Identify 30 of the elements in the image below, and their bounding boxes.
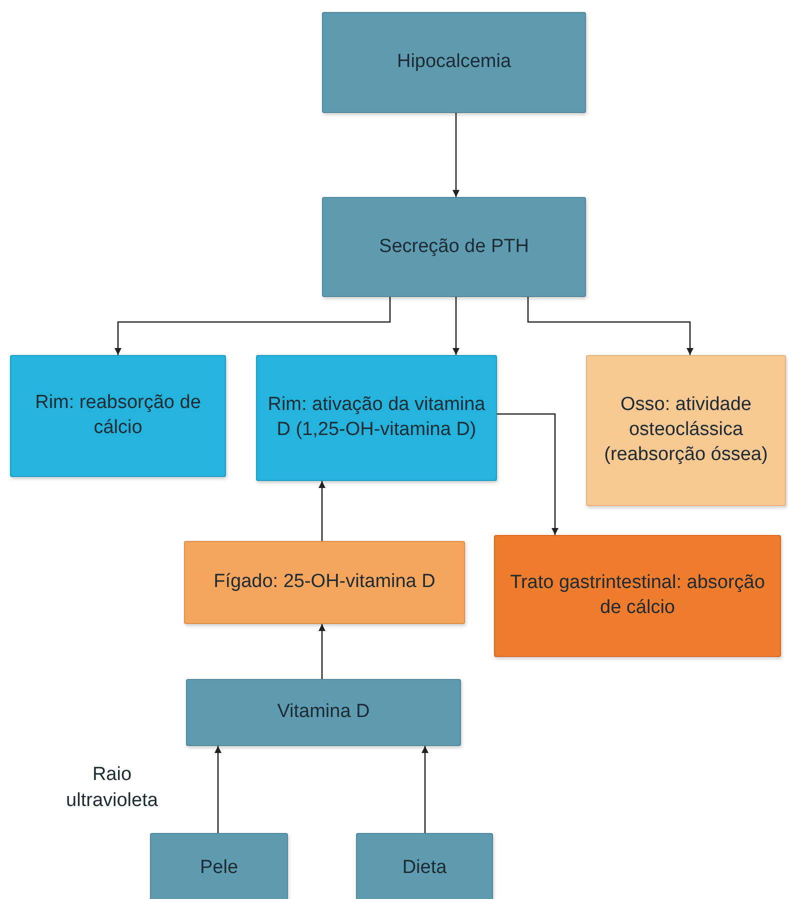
node-text: Hipocalcemia xyxy=(396,50,512,74)
node-text: Fígado: 25-OH-vitamina D xyxy=(214,570,436,594)
arrow xyxy=(214,746,222,833)
node-text: Pele xyxy=(200,856,238,880)
process-box xyxy=(356,833,493,899)
arrow xyxy=(527,297,694,355)
arrow xyxy=(452,113,460,197)
process-box xyxy=(186,679,461,746)
node-text: Trato gastrintestinal: absorção de cálcio xyxy=(509,571,766,620)
arrow xyxy=(452,297,460,355)
process-box xyxy=(322,12,586,113)
arrow xyxy=(422,746,428,833)
arrow xyxy=(497,413,558,535)
node-text: Osso: atividade osteoclássica (reabsorção óssea) xyxy=(603,393,769,467)
node-text: Rim: reabsorção de cálcio xyxy=(34,391,202,440)
arrow xyxy=(318,481,326,541)
process-box xyxy=(256,355,497,481)
process-box xyxy=(494,535,781,657)
arrow xyxy=(318,624,326,679)
node-text: Secreção de PTH xyxy=(379,234,529,259)
node-text: Dieta xyxy=(402,856,447,880)
arrow xyxy=(114,297,391,355)
process-box xyxy=(10,355,226,477)
node-text: Rim: ativação da vitamina D (1,25-OH-vitamina D) xyxy=(267,393,486,442)
process-box xyxy=(184,541,465,624)
process-box xyxy=(150,833,288,899)
process-box xyxy=(322,197,586,297)
process-box xyxy=(586,355,786,506)
annotation-text: Raio ultravioleta xyxy=(65,763,159,813)
node-text: Vitamina D xyxy=(277,700,370,724)
